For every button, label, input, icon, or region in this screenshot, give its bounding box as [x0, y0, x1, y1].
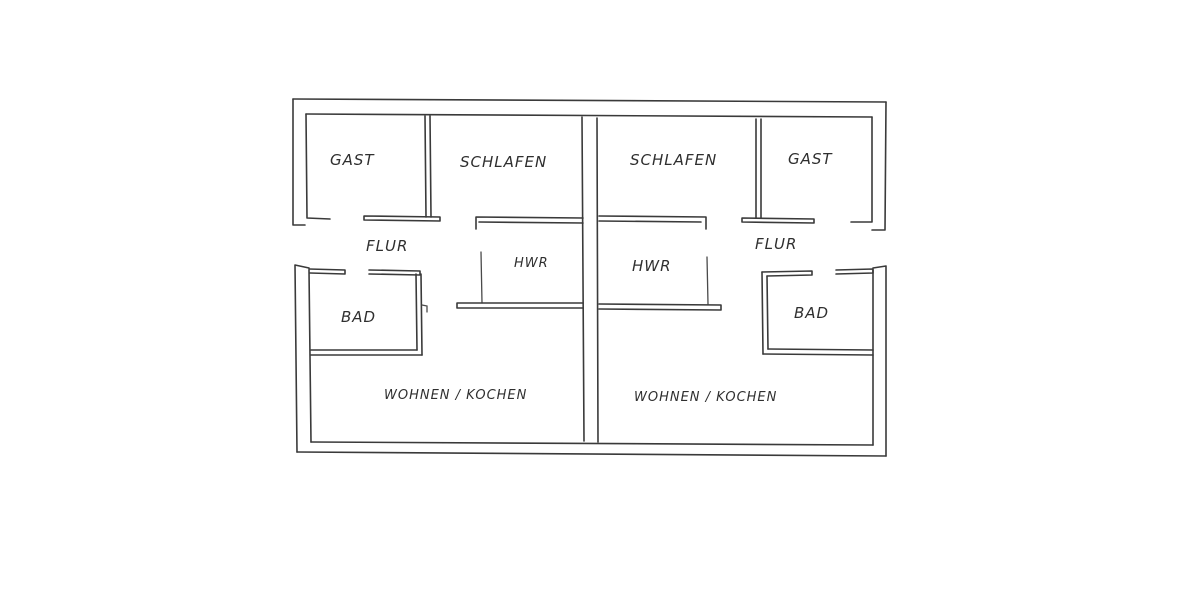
right-living-kitchen-label: WOHNEN / KOCHEN — [634, 390, 777, 405]
left-bath-bottom-wall — [310, 349, 423, 356]
right-hwr-bottom-wall — [598, 303, 722, 311]
outer-wall-top — [292, 98, 887, 118]
outer-wall-right-upper — [850, 101, 887, 231]
exterior-walls — [292, 98, 887, 457]
center-dividing-wall — [581, 116, 599, 443]
right-bedroom-label: SCHLAFEN — [630, 151, 717, 169]
right-hwr-side-wall — [706, 256, 709, 305]
left-bedroom-bottom-wall — [475, 216, 584, 230]
left-hwr-bottom-wall — [456, 302, 584, 309]
left-guest-label: GAST — [330, 151, 375, 169]
left-bath-right-wall — [415, 273, 423, 356]
left-hwr-side-wall — [480, 251, 483, 304]
right-bath-bottom-wall — [762, 348, 874, 356]
right-unit-walls — [598, 118, 874, 356]
left-unit-walls — [308, 115, 584, 356]
left-hallway-label: FLUR — [366, 237, 408, 255]
outer-wall-left-upper — [292, 98, 331, 226]
left-utility-label: HWR — [514, 256, 549, 271]
outer-wall-bottom — [296, 441, 887, 457]
right-bath-top-wall — [761, 268, 874, 277]
right-utility-label: HWR — [632, 257, 672, 275]
right-hallway-label: FLUR — [755, 235, 797, 253]
left-living-kitchen-label: WOHNEN / KOCHEN — [384, 388, 527, 403]
outer-wall-right-lower — [872, 265, 887, 457]
left-guest-wall — [424, 115, 432, 218]
party-wall — [581, 116, 599, 443]
right-guest-bottom-wall — [741, 217, 815, 224]
left-guest-bottom-wall — [363, 215, 441, 222]
left-bath-door-stop — [421, 304, 428, 313]
room-labels: GAST SCHLAFEN FLUR HWR BAD WOHNEN / KOCH… — [330, 150, 833, 405]
left-bath-label: BAD — [341, 308, 376, 326]
left-bedroom-label: SCHLAFEN — [460, 153, 547, 171]
right-bath-label: BAD — [794, 304, 829, 322]
right-bedroom-bottom-wall — [598, 215, 707, 230]
outer-wall-left-lower — [294, 264, 312, 453]
right-bath-left-wall — [761, 271, 769, 355]
left-bath-top-wall — [308, 268, 421, 276]
right-guest-wall — [755, 118, 762, 219]
right-guest-label: GAST — [788, 150, 833, 168]
